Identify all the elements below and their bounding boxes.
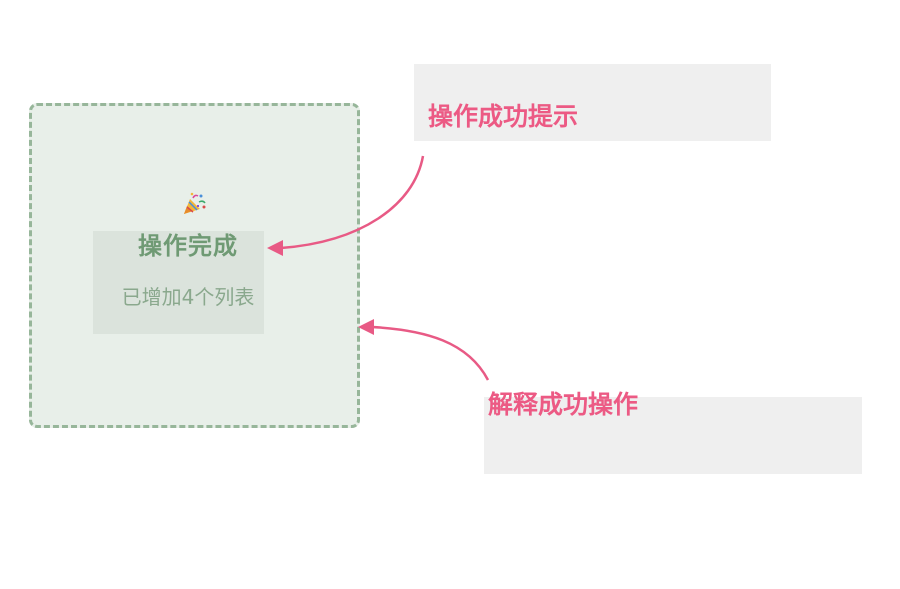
annotation-box-success-explanation bbox=[484, 397, 862, 474]
party-popper-icon bbox=[184, 192, 206, 214]
arrow-to-card bbox=[371, 325, 490, 381]
success-title: 操作完成 bbox=[138, 232, 238, 260]
arrow-to-card-head bbox=[358, 319, 374, 335]
annotation-box-success-tip bbox=[414, 64, 771, 141]
annotation-label-success-tip: 操作成功提示 bbox=[428, 102, 579, 131]
annotation-label-success-explanation: 解释成功操作 bbox=[488, 390, 639, 419]
success-subtitle: 已增加4个列表 bbox=[121, 285, 255, 309]
success-message-area bbox=[93, 231, 264, 334]
